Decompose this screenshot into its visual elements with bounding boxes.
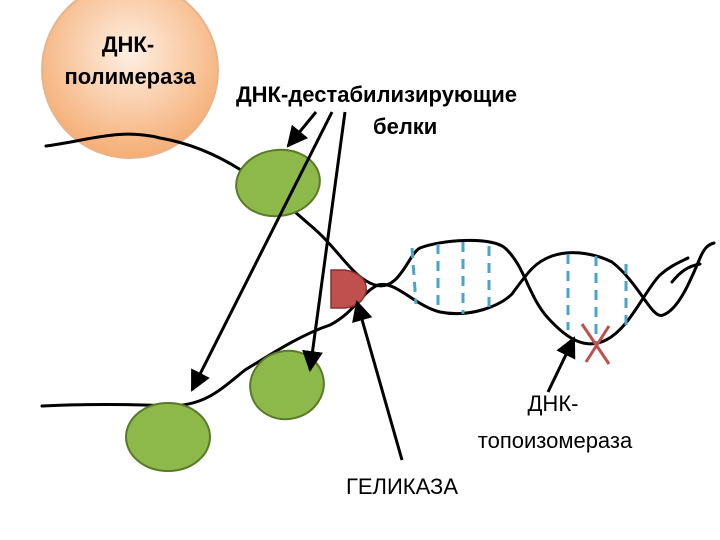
ssb-protein [235,148,321,218]
ssb-protein [249,349,325,421]
ssb-protein [125,402,211,472]
helicase-label: ГЕЛИКАЗА [346,474,458,499]
hbond-line [410,247,418,305]
dna-polymerase [41,0,219,159]
arrow-ssb-upper [286,111,318,148]
helicase [330,269,367,309]
topoisomerase-label-line1: ДНК- [528,391,579,416]
pointer-arrows [190,111,576,461]
dna-strand-upper [44,132,690,346]
polymerase-label-line1: ДНК- [102,32,154,57]
arrow-topoisomerase [546,336,576,393]
polymerase-label-line2: полимераза [64,64,196,89]
arrow-ssb-lower-strand [190,111,334,392]
ssb-label-line2: белки [373,114,437,139]
arrow-helicase [352,299,404,461]
hydrogen-bonds [410,242,628,344]
ssb-label-line1: ДНК-дестабилизирующие [236,82,517,107]
topoisomerase-mark [580,323,611,365]
dna-strand-lower [40,241,716,408]
arrow-ssb-lower [302,111,347,373]
topoisomerase-label-line2: топоизомераза [478,428,633,453]
